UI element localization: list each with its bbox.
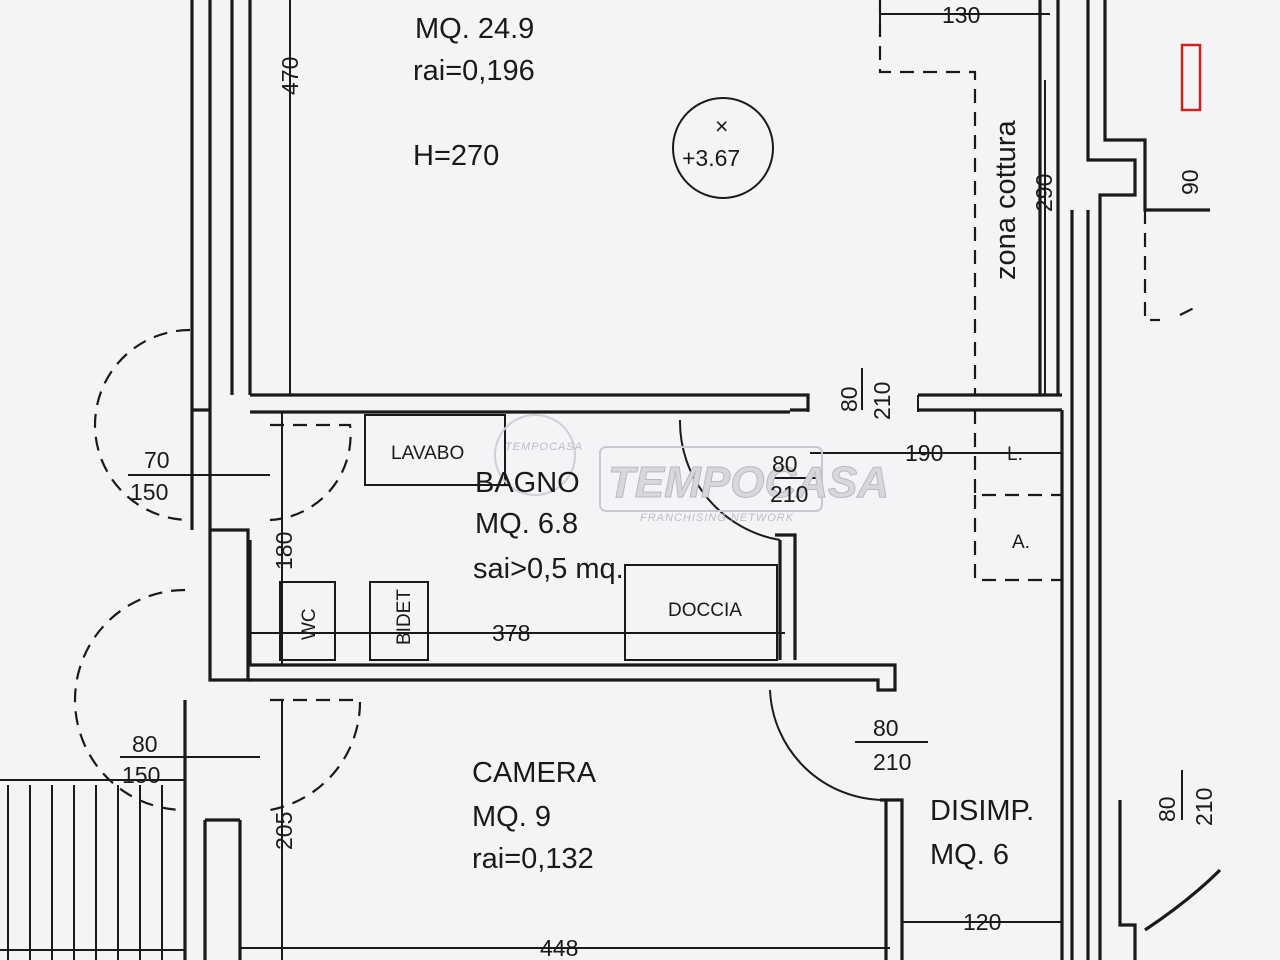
- soggiorno-level: +3.67: [682, 145, 740, 171]
- door-bagno-swing: [678, 419, 781, 541]
- watermark-tagline: FRANCHISING NETWORK: [640, 512, 794, 524]
- camera-name: CAMERA: [472, 757, 597, 789]
- camera-area: MQ. 9: [472, 801, 551, 833]
- door-camera-swing: [769, 689, 886, 802]
- door-kitchen-width: 80: [836, 386, 862, 412]
- door-entry-height: 210: [1191, 788, 1217, 826]
- win2-width: 80: [132, 731, 158, 757]
- dim-180: 180: [271, 532, 297, 570]
- right-fixture: [1143, 210, 1201, 322]
- opening-labels: 70 150 80 150 80 210 80 210 80 210 80 21…: [122, 382, 1217, 826]
- camera-rai: rai=0,132: [472, 843, 594, 875]
- wall-bagno-bottom: [248, 663, 897, 692]
- kitchen-zone-label: zona cottura: [990, 120, 1022, 280]
- watermark-frame: [599, 446, 823, 512]
- win1-height: 150: [130, 479, 168, 505]
- bidet-label: BIDET: [394, 589, 415, 645]
- dim-470: 470: [277, 57, 303, 95]
- level-marker: [672, 97, 774, 199]
- dimension-labels: 130 470 290 90 190 180 378 205 448 120: [271, 2, 1203, 960]
- dim-120: 120: [963, 909, 1001, 935]
- disimp-area: MQ. 6: [930, 839, 1009, 871]
- wall-soggiorno-right: [1038, 0, 1060, 395]
- wall-corridor-right: [1060, 210, 1102, 960]
- wall-exterior-right: [1086, 0, 1210, 225]
- wall-kitchen-bottom: [918, 393, 1062, 412]
- wall-soggiorno-left: [230, 0, 252, 395]
- door-entry-width: 80: [1154, 796, 1180, 822]
- win2-height: 150: [122, 762, 160, 788]
- wc-box: [279, 581, 336, 661]
- door-camera-height: 210: [873, 749, 911, 775]
- watermark-brand: TEMPOCASA: [608, 458, 889, 507]
- door-swings: [678, 395, 919, 802]
- wall-exterior-right-low: [1118, 800, 1222, 960]
- lavabo-label: LAVABO: [391, 443, 464, 464]
- wc-label: WC: [299, 608, 320, 640]
- soggiorno-height: H=270: [413, 140, 499, 172]
- doccia-label: DOCCIA: [668, 600, 742, 621]
- wall-bagno-left: [208, 528, 252, 682]
- dim-line-top: [879, 5, 1050, 25]
- wall-left-outer: [190, 0, 212, 530]
- soggiorno-area: MQ. 24.9: [415, 13, 534, 45]
- dim-378: 378: [492, 620, 530, 646]
- walls: [183, 0, 1222, 960]
- dashed-outlines: [73, 0, 1201, 812]
- wall-bagno-right: [775, 533, 797, 660]
- red-mark: [1180, 43, 1202, 112]
- fixtures: [279, 43, 1202, 661]
- soggiorno-rai: rai=0,196: [413, 55, 535, 87]
- door-swing-left-bag: [269, 423, 352, 522]
- wall-soggiorno-bottom: [250, 393, 810, 414]
- win1-width: 70: [144, 447, 170, 473]
- door-kitchen-height: 210: [869, 382, 895, 420]
- appliance-outline: [973, 410, 1062, 582]
- room-labels: MQ. 24.9 rai=0,196 H=270 × +3.67 zona co…: [299, 13, 1034, 875]
- door-swing-left-cam: [269, 698, 362, 812]
- watermark-badge: TEMPOCASA: [505, 441, 583, 453]
- dim-190: 190: [905, 440, 943, 466]
- stair-hatching: [0, 779, 185, 960]
- wall-camera-left: [183, 700, 242, 960]
- disimp-name: DISIMP.: [930, 795, 1034, 827]
- bagno-sai: sai>0,5 mq.: [473, 553, 624, 585]
- dim-448: 448: [540, 935, 578, 960]
- wall-camera-right: [880, 798, 904, 960]
- bagno-area: MQ. 6.8: [475, 508, 578, 540]
- dimension-lines: [0, 0, 1183, 960]
- watermark-badge-ring: [494, 414, 576, 496]
- dim-130: 130: [942, 2, 980, 28]
- lavabo-box: [364, 414, 506, 486]
- appliance-a: A.: [1012, 532, 1030, 553]
- dim-290: 290: [1031, 174, 1057, 212]
- level-marker-x: ×: [715, 113, 728, 139]
- door-camera-width: 80: [873, 715, 899, 741]
- dim-205: 205: [271, 812, 297, 850]
- door-kitchen-gap: [807, 395, 919, 412]
- kitchen-outline: [878, 0, 977, 395]
- door-swing-left-top: [93, 328, 191, 522]
- doccia-box: [624, 564, 778, 661]
- door-bagno-width: 80: [772, 451, 798, 477]
- bagno-name: BAGNO: [475, 467, 580, 499]
- door-bagno-height: 210: [770, 481, 808, 507]
- dim-90: 90: [1177, 169, 1203, 195]
- bidet-box: [369, 581, 429, 661]
- watermark: TEMPOCASA FRANCHISING NETWORK TEMPOCASA: [494, 414, 890, 524]
- door-swing-left-mid: [73, 588, 186, 812]
- appliance-l: L.: [1007, 444, 1023, 465]
